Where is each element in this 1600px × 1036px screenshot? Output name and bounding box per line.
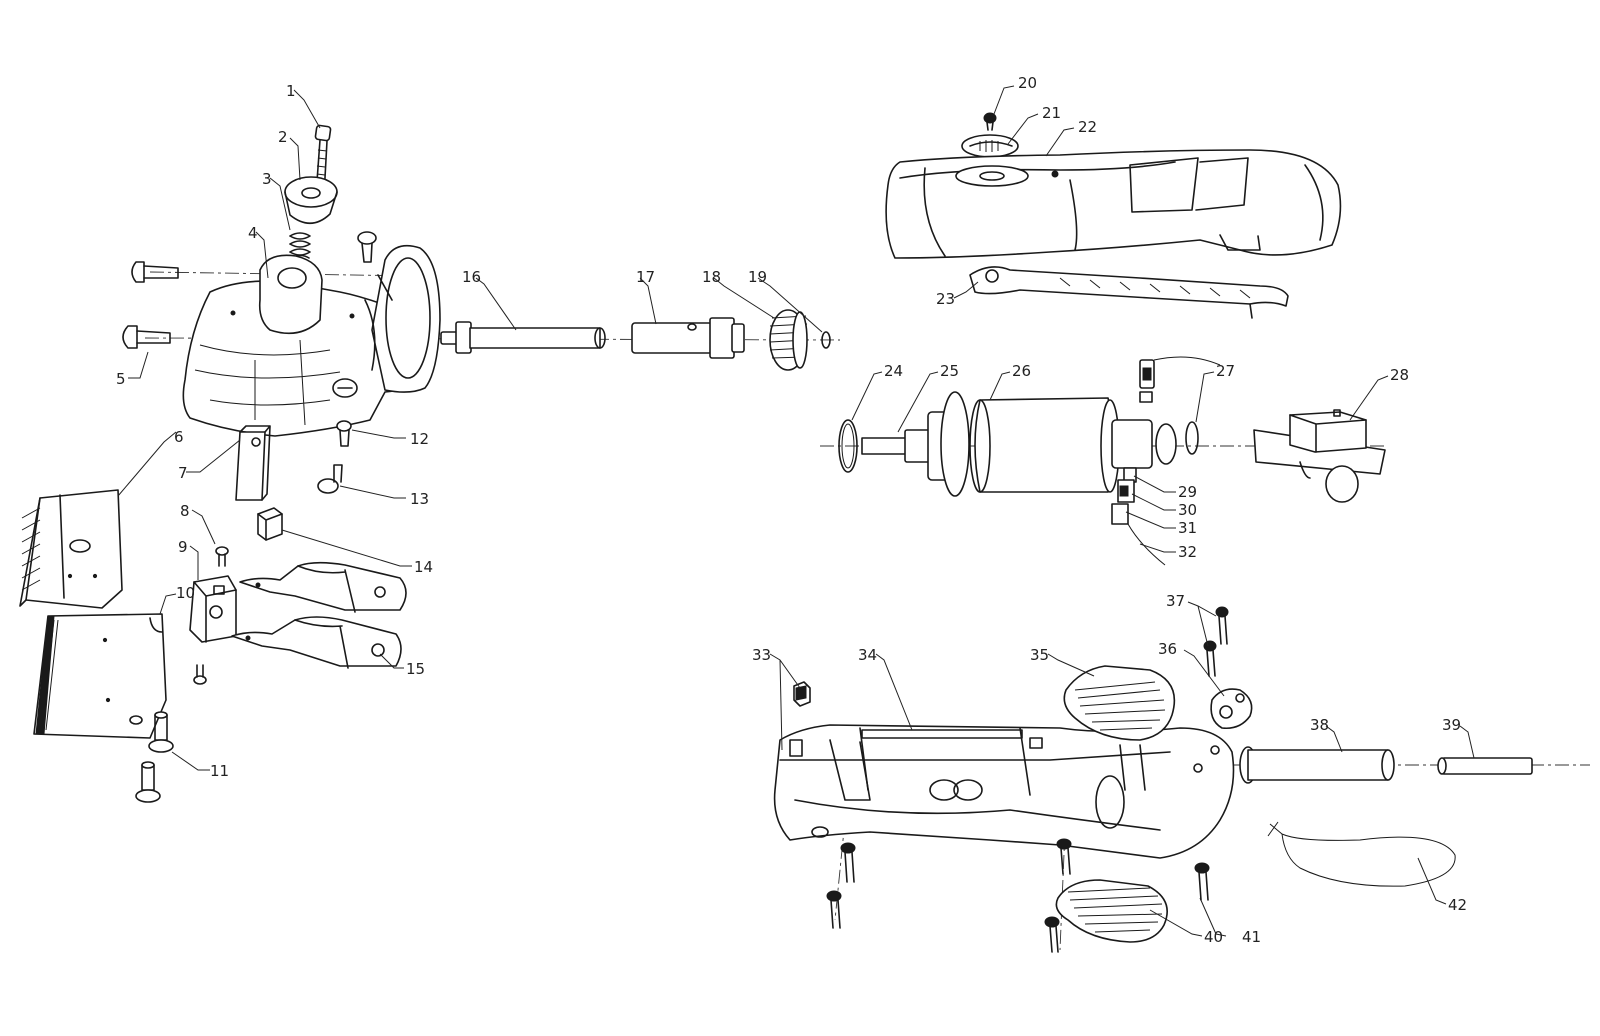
part-label-2: 2 <box>278 128 288 146</box>
rivet-part-11 <box>135 711 174 803</box>
part-label-1: 1 <box>286 82 296 100</box>
part-label-33: 33 <box>752 646 771 664</box>
part-label-13: 13 <box>410 490 429 508</box>
screw-upper-small <box>357 231 377 263</box>
part-label-25: 25 <box>940 362 959 380</box>
part-label-24: 24 <box>884 362 903 380</box>
leader-lines <box>117 85 1475 937</box>
part-label-7: 7 <box>178 464 188 482</box>
screw-part-5 <box>122 325 171 349</box>
part-label-14: 14 <box>414 558 433 576</box>
part-label-38: 38 <box>1310 716 1329 734</box>
switch-button-part-21 <box>961 134 1019 158</box>
part-label-3: 3 <box>262 170 272 188</box>
part-label-42: 42 <box>1448 896 1467 914</box>
part-label-18: 18 <box>702 268 721 286</box>
part-label-16: 16 <box>462 268 481 286</box>
part-label-22: 22 <box>1078 118 1097 136</box>
bracket-part-9 <box>189 575 237 643</box>
cord-part-42 <box>1267 821 1456 887</box>
tube-part-38 <box>1239 746 1395 784</box>
strip-part-23 <box>969 266 1289 319</box>
part-label-30: 30 <box>1178 501 1197 519</box>
part-label-40: 40 <box>1204 928 1223 946</box>
part-label-20: 20 <box>1018 74 1037 92</box>
part-label-37: 37 <box>1166 592 1185 610</box>
comb-blade-part-6 <box>19 489 123 609</box>
top-cover-part-22 <box>885 149 1342 259</box>
screw-part-20 <box>983 112 997 131</box>
part-label-21: 21 <box>1042 104 1061 122</box>
lever-arms-part-15 <box>231 561 407 669</box>
nut-part-33 <box>793 681 811 707</box>
part-label-27: 27 <box>1216 362 1235 380</box>
screws-lower <box>826 838 1210 953</box>
brush-holder-parts-29-31 <box>1111 467 1166 566</box>
o-ring-part-24 <box>838 419 858 473</box>
part-label-9: 9 <box>178 538 188 556</box>
screw-upper-left <box>131 261 179 283</box>
part-label-29: 29 <box>1178 483 1197 501</box>
part-label-11: 11 <box>210 762 229 780</box>
shaft-part-16 <box>440 321 606 354</box>
screw-bracket-lower <box>193 664 207 685</box>
screws-part-37 <box>1203 606 1229 677</box>
part-label-10: 10 <box>176 584 195 602</box>
part-label-12: 12 <box>410 430 429 448</box>
part-label-4: 4 <box>248 224 258 242</box>
housing-part-34 <box>773 724 1235 859</box>
screw-part-8 <box>215 546 229 567</box>
part-label-35: 35 <box>1030 646 1049 664</box>
connector-part-27 <box>1139 356 1221 455</box>
part-label-19: 19 <box>748 268 767 286</box>
part-label-34: 34 <box>858 646 877 664</box>
block-part-7 <box>235 425 271 501</box>
part-label-8: 8 <box>180 502 190 520</box>
part-label-39: 39 <box>1442 716 1461 734</box>
head-housing-part-4 <box>182 244 441 437</box>
screw-part-13 <box>317 464 343 494</box>
part-label-41: 41 <box>1242 928 1261 946</box>
part-label-6: 6 <box>174 428 184 446</box>
part-label-36: 36 <box>1158 640 1177 658</box>
part-label-31: 31 <box>1178 519 1197 537</box>
circuit-board-part-28 <box>1253 409 1386 503</box>
spring-part-3 <box>289 232 311 259</box>
gear-part-18 <box>769 309 808 371</box>
knob-part-2 <box>284 176 338 225</box>
part-label-15: 15 <box>406 660 425 678</box>
part-label-26: 26 <box>1012 362 1031 380</box>
grip-pad-part-40 <box>1055 879 1168 943</box>
screw-part-12 <box>336 420 352 447</box>
part-label-23: 23 <box>936 290 955 308</box>
part-label-28: 28 <box>1390 366 1409 384</box>
cutter-blade-part-10 <box>33 613 167 739</box>
block-part-14 <box>257 507 283 541</box>
tube-part-39 <box>1437 757 1533 775</box>
sleeve-part-17 <box>631 317 745 359</box>
ring-part-19 <box>821 331 831 349</box>
part-label-5: 5 <box>116 370 126 388</box>
motor-part-26 <box>927 391 1177 497</box>
part-label-17: 17 <box>636 268 655 286</box>
part-label-32: 32 <box>1178 543 1197 561</box>
bracket-part-36 <box>1210 688 1253 730</box>
grip-pad-part-35 <box>1063 665 1176 741</box>
